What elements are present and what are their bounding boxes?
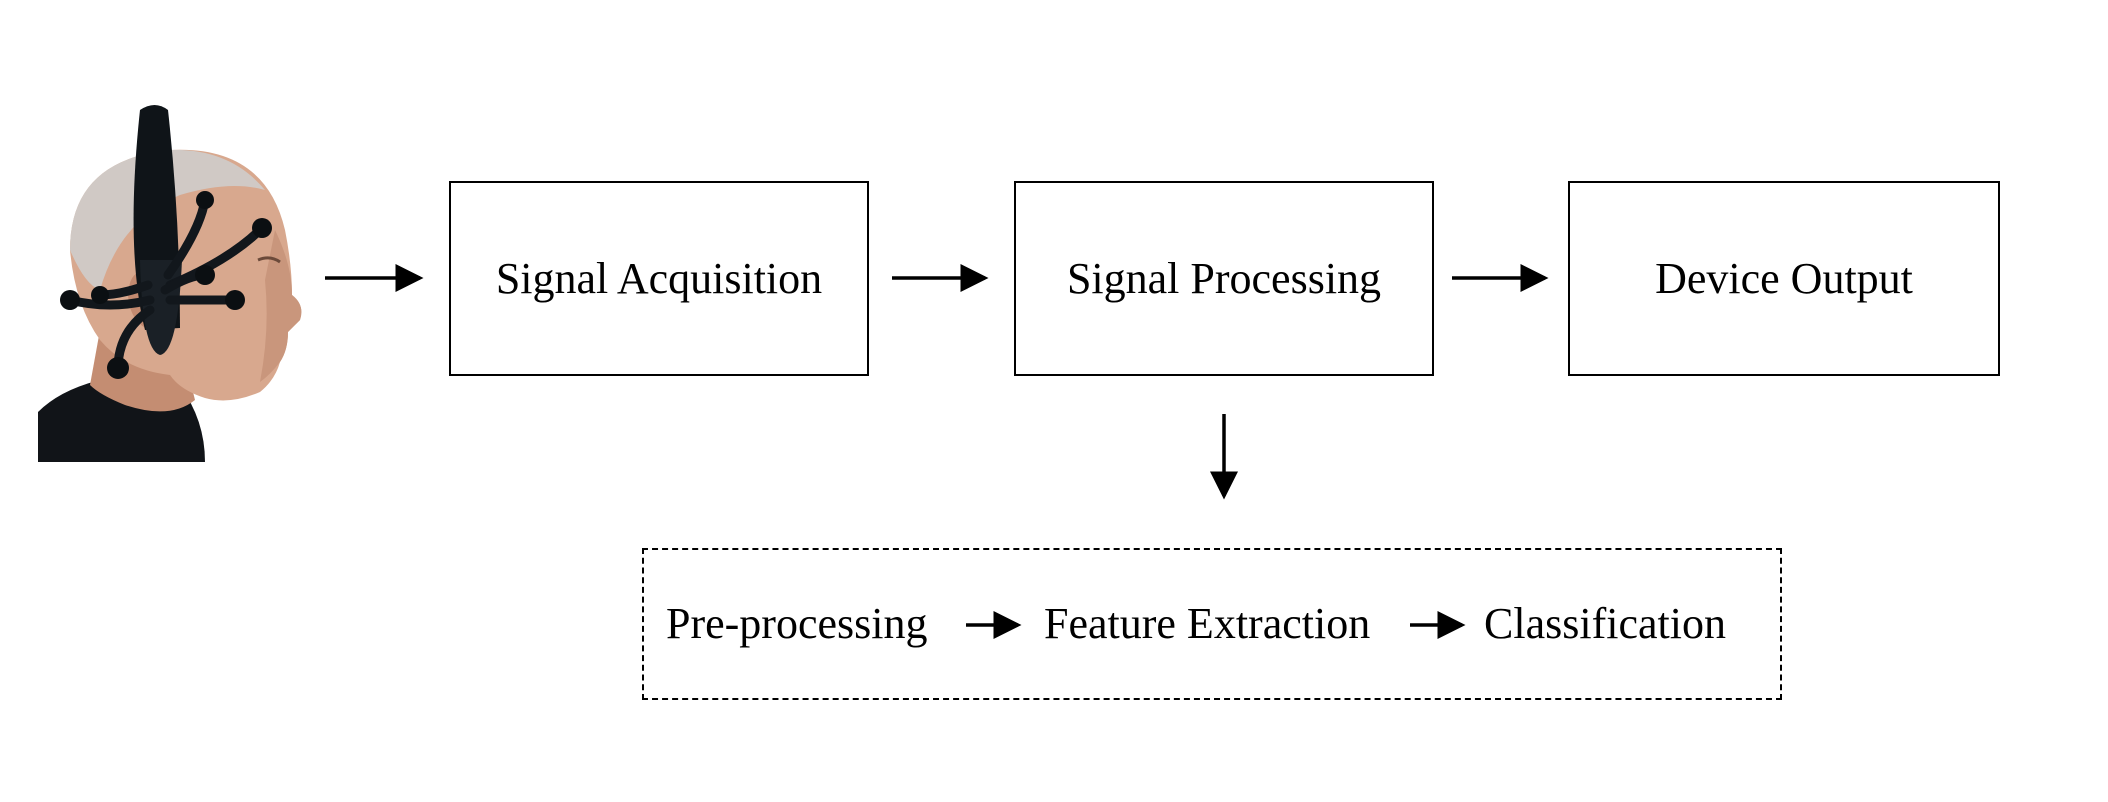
stage-label-signal-acquisition: Signal Acquisition <box>495 254 823 303</box>
stage-box-signal-processing: Signal Processing <box>1014 181 1434 376</box>
step-label-pre-processing: Pre-processing <box>666 599 928 648</box>
stage-label-signal-processing: Signal Processing <box>1066 254 1382 303</box>
stage-box-device-output: Device Output <box>1568 181 2000 376</box>
step-label-classification: Classification <box>1484 599 1726 648</box>
stage-box-signal-acquisition: Signal Acquisition <box>449 181 869 376</box>
step-label-feature-extraction: Feature Extraction <box>1044 599 1371 648</box>
processing-steps-container <box>642 548 1782 700</box>
stage-label-device-output: Device Output <box>1655 254 1913 303</box>
eeg-headset-head-icon <box>38 105 302 462</box>
